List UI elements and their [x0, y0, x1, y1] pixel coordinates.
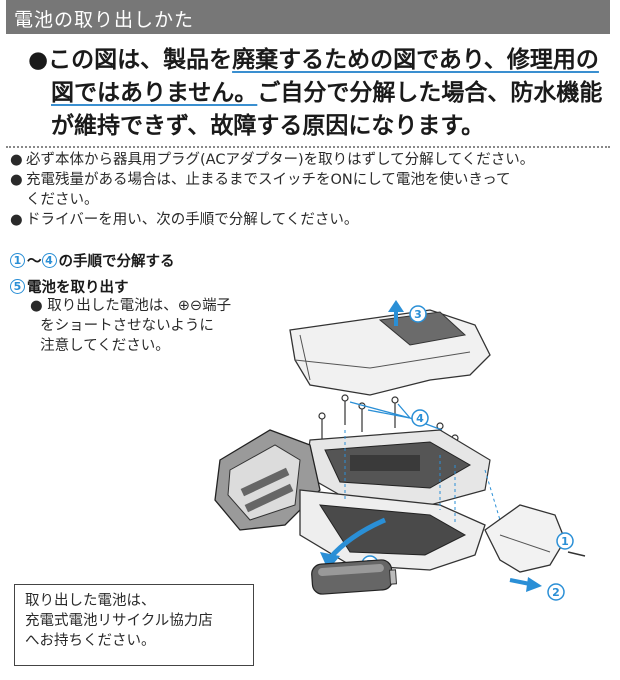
step-1-4-text: の手順で分解する: [58, 254, 175, 270]
callout-4-label: 4: [416, 412, 424, 425]
warning-line-2-rest: ご自分で分解した場合、防水機能: [257, 80, 603, 106]
battery-note-line: をショートさせないように: [30, 316, 231, 336]
recycle-notice: 取り出した電池は、 充電式電池リサイクル協力店 へお持ちください。: [14, 584, 254, 666]
end-screw: [567, 551, 586, 557]
arrow-5: [328, 517, 386, 560]
callout-2-label: 2: [552, 586, 560, 599]
inner-chassis: [304, 429, 491, 506]
step-5-text: 電池を取り出す: [27, 280, 129, 296]
list-item-text: 充電残量がある場合は、止まるまでスイッチをONにして電池を使いきって: [26, 172, 511, 188]
guide-lines: [344, 430, 501, 522]
callout-4: [411, 409, 429, 427]
warning-line-1: ●この図は、製品を廃棄するための図であり、修理用の: [28, 44, 608, 77]
bullet-dot: ●: [10, 152, 23, 168]
bullet-dot: ●: [10, 212, 23, 228]
step-5-heading: 5 電池を取り出す: [10, 276, 129, 297]
waste-warning: ●この図は、製品を廃棄するための図であり、修理用の 図ではありません。ご自分で分…: [28, 44, 608, 143]
battery-note: ● 取り出した電池は、⊕⊖端子 をショートさせないように 注意してください。: [30, 296, 231, 356]
battery-note-line: 注意してください。: [30, 336, 231, 356]
range-tilde: ～: [27, 254, 42, 270]
list-item: ● 必ず本体から器具用プラグ(ACアダプター)を取りはずして分解してください。: [10, 150, 610, 170]
shaver-head: [214, 429, 321, 531]
callout-3: [409, 305, 427, 323]
warning-line-1-lead: ●この図は、製品を: [28, 47, 233, 73]
warning-line-3-text: が維持できず、故障する原因になります。: [51, 113, 485, 139]
top-cover: [289, 309, 491, 396]
battery-note-text: をショートさせないように: [40, 318, 214, 334]
step-number-4: 4: [41, 253, 57, 268]
list-item: ● ドライバーを用い、次の手順で分解してください。: [10, 210, 610, 230]
callout-2: [547, 583, 565, 601]
warning-line-2-underlined: 図ではありません。: [51, 80, 258, 106]
recycle-line: へお持ちください。: [25, 633, 156, 649]
list-item-text: 必ず本体から器具用プラグ(ACアダプター)を取りはずして分解してください。: [26, 152, 535, 168]
list-item-text: ドライバーを用い、次の手順で分解してください。: [26, 212, 359, 228]
recycle-line: 取り出した電池は、: [25, 593, 156, 609]
arrow-2-head: [526, 577, 542, 592]
battery-note-text: 注意してください。: [40, 338, 170, 354]
section-title-bar: 電池の取り出しかた: [6, 0, 610, 34]
callout-1: [556, 532, 574, 550]
battery-note-line: ● 取り出した電池は、⊕⊖端子: [30, 296, 231, 316]
precaution-list: ● 必ず本体から器具用プラグ(ACアダプター)を取りはずして分解してください。 …: [10, 150, 610, 230]
warning-line-3: が維持できず、故障する原因になります。: [28, 110, 608, 143]
recycle-line: 充電式電池リサイクル協力店: [25, 613, 213, 629]
step-number-1: 1: [10, 253, 25, 268]
bullet-dot: ●: [30, 298, 43, 314]
list-item-text-cont: ください。: [26, 192, 99, 208]
disassembly-illustration: 3 4 1 2: [214, 300, 586, 601]
step-1-4-heading: 1 ～ 4 の手順で分解する: [10, 250, 175, 271]
lower-housing: [299, 489, 486, 571]
section-title: 電池の取り出しかた: [14, 9, 195, 31]
bullet-dot: ●: [10, 172, 23, 188]
callout-1-label: 1: [561, 535, 569, 548]
step-number-5: 5: [10, 279, 25, 294]
warning-line-1-underlined: 廃棄するための図であり、修理用の: [232, 47, 599, 73]
end-cap: [484, 504, 566, 573]
battery: [311, 559, 398, 595]
divider: [6, 146, 610, 148]
battery-note-text: 取り出した電池は、⊕⊖端子: [47, 298, 232, 314]
arrow-3-head: [388, 300, 404, 312]
arrow-2: [509, 578, 531, 586]
list-item: ● 充電残量がある場合は、止まるまでスイッチをONにして電池を使いきって くださ…: [10, 170, 610, 210]
callout-3-label: 3: [414, 308, 422, 321]
arrow-5-head: [320, 552, 340, 570]
warning-line-2: 図ではありません。ご自分で分解した場合、防水機能: [28, 77, 608, 110]
